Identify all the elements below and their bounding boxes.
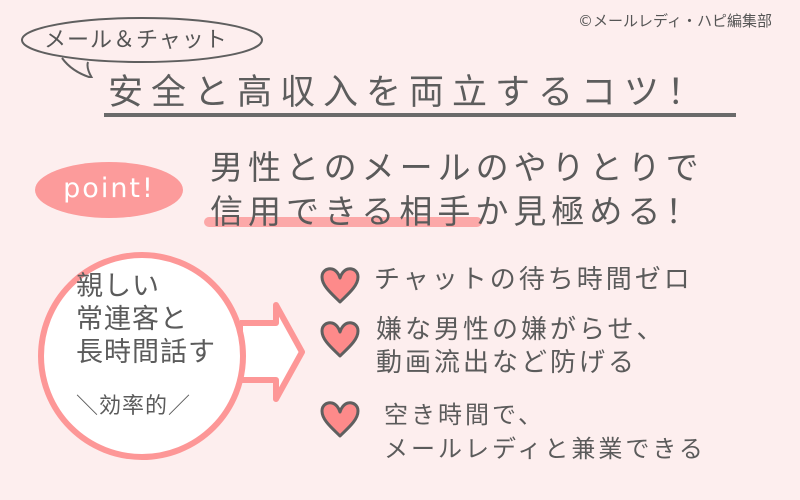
point-badge: point! [35,162,183,218]
heart-icon [320,267,360,304]
circle-text: 親しい 常連客と 長時間話す [76,270,216,369]
benefit-line-2: 動画流出など防げる [376,348,638,378]
heart-icon [320,401,360,438]
summary-circle [38,252,246,460]
point-line-2: 信用できる相手か見極める！ [210,192,704,231]
speech-bubble-icon [21,17,263,78]
page-title: 安全と高収入を両立するコツ！ [108,73,711,113]
circle-line-3: 長時間話す [76,337,216,368]
arrow-right-icon [240,302,305,402]
point-text: 男性とのメールのやりとりで 信用できる相手か見極める！ [210,146,704,234]
category-label: メール＆チャット [44,28,228,53]
benefit-line-1: 空き時間で、 [384,401,546,429]
benefit-line-1: 嫌な男性の嫌がらせ、 [376,315,666,345]
benefit-text: 空き時間で、 メールレディと兼業できる [384,398,706,466]
efficiency-tag: ＼効率的／ [76,394,192,419]
benefit-text: チャットの待ち時間ゼロ [374,264,693,297]
circle-line-1: 親しい [76,271,160,302]
benefit-line-2: メールレディと兼業できる [384,435,706,463]
copyright-credit: ©メールレディ・ハピ編集部 [578,12,772,30]
benefit-text: 嫌な男性の嫌がらせ、 動画流出など防げる [376,314,665,380]
highlight-marker [204,217,482,227]
heart-icon [320,321,360,358]
circle-line-2: 常連客と [76,304,188,335]
benefit-line-1: チャットの待ち時間ゼロ [374,265,693,295]
title-underline [104,113,736,117]
point-line-1: 男性とのメールのやりとりで [210,148,704,187]
